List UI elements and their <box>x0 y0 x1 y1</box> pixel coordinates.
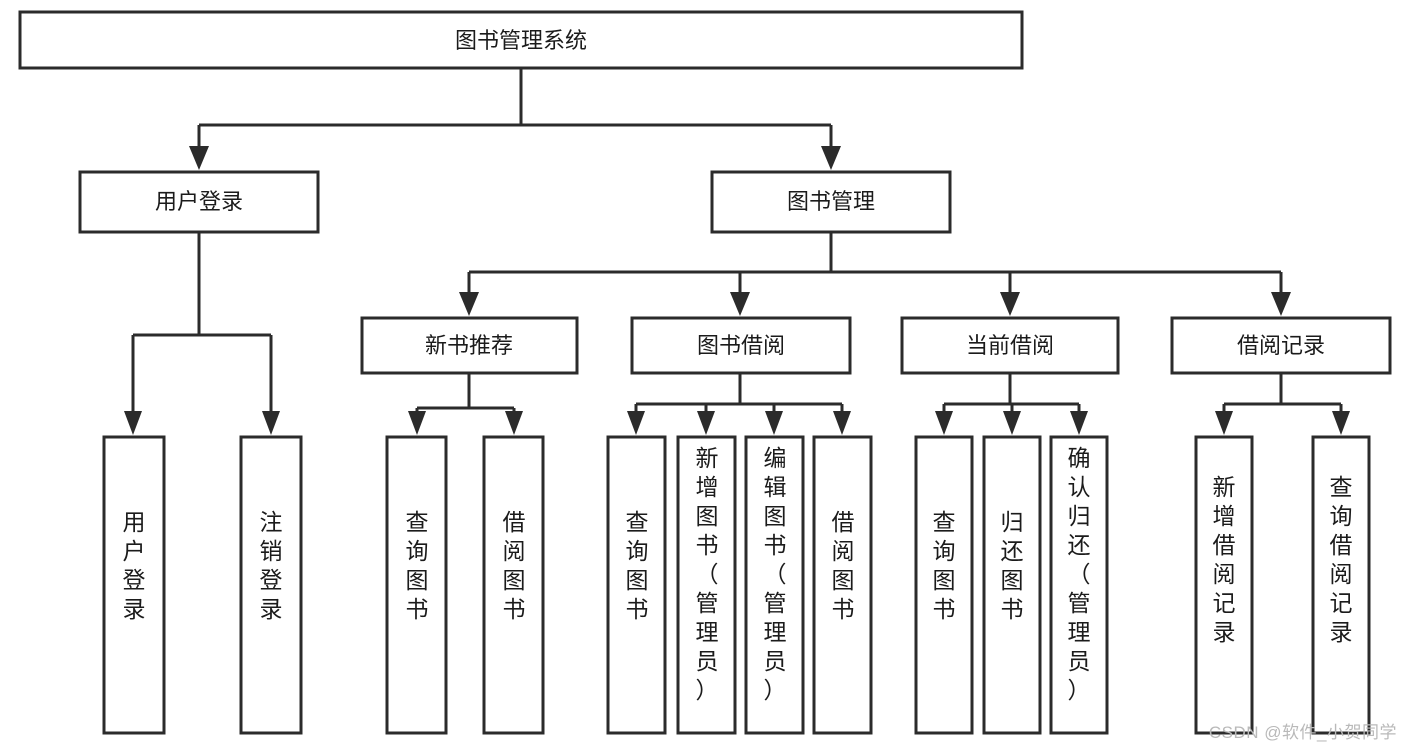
node-book-borrow[interactable]: 图书借阅 <box>630 316 852 375</box>
leaf-br-query-record-box[interactable] <box>1311 435 1371 735</box>
node-current-borrow-box[interactable] <box>900 316 1120 375</box>
leaf-cb-return-book-label: 归还图书 <box>1001 509 1024 622</box>
arrow-head-bb-leaf-2 <box>697 411 715 435</box>
leaf-cb-return-book[interactable]: 归还图书 <box>982 435 1042 735</box>
leaf-bb-query-book[interactable]: 查询图书 <box>606 435 667 735</box>
arrow-head-bb-leaf-3 <box>765 411 783 435</box>
node-user-login-box[interactable] <box>78 170 320 234</box>
leaf-br-add-record-box[interactable] <box>1194 435 1254 735</box>
arrow-head-cb-leaf-2 <box>1003 411 1021 435</box>
arrow-head-user-login <box>189 146 209 170</box>
leaf-bb-query-book-label: 查询图书 <box>626 509 649 622</box>
arrow-head-leaf-logout <box>262 411 280 435</box>
node-book-borrow-box[interactable] <box>630 316 852 375</box>
arrow-head-book-borrow <box>730 292 750 316</box>
connector-group-book-mgmt <box>459 232 1291 316</box>
node-borrow-record[interactable]: 借阅记录 <box>1170 316 1392 375</box>
leaf-bb-borrow-book[interactable]: 借阅图书 <box>812 435 873 735</box>
arrow-head-leaf-user-login <box>124 411 142 435</box>
leaf-br-add-record-label: 新增借阅记录 <box>1213 474 1236 645</box>
leaf-br-add-record[interactable]: 新增借阅记录 <box>1194 435 1254 735</box>
leaf-user-login[interactable]: 用户登录 <box>102 435 166 735</box>
leaf-cb-return-book-box[interactable] <box>982 435 1042 735</box>
leaf-cb-query-book-label: 查询图书 <box>933 509 956 622</box>
leaf-bb-edit-book-label: 编辑图书（管理员） <box>764 445 787 703</box>
arrow-head-bb-leaf-4 <box>833 411 851 435</box>
leaf-cb-confirm-return[interactable]: 确认归还（管理员） <box>1049 435 1109 735</box>
arrow-head-br-leaf-1 <box>1215 411 1233 435</box>
csdn-watermark: CSDN @软件_小贺同学 <box>1208 723 1397 742</box>
leaf-cb-query-book-box[interactable] <box>914 435 974 735</box>
leaf-user-login-box[interactable] <box>102 435 166 735</box>
leaf-user-login-label: 用户登录 <box>123 509 146 622</box>
node-root-box[interactable] <box>18 10 1024 70</box>
connector-group-user-login <box>124 232 280 435</box>
leaf-cb-query-book[interactable]: 查询图书 <box>914 435 974 735</box>
connector-group-root <box>189 68 841 170</box>
leaf-nbr-borrow-book[interactable]: 借阅图书 <box>482 435 545 735</box>
node-new-book-rec[interactable]: 新书推荐 <box>360 316 579 375</box>
arrow-head-cb-leaf-3 <box>1070 411 1088 435</box>
connector-group-current-borrow <box>935 373 1088 435</box>
node-current-borrow[interactable]: 当前借阅 <box>900 316 1120 375</box>
arrow-head-nbr-leaf-2 <box>505 411 523 435</box>
node-root[interactable]: 图书管理系统 <box>18 10 1024 70</box>
connector-group-new-book-rec <box>408 373 523 435</box>
arrow-head-borrow-record <box>1271 292 1291 316</box>
leaf-logout-label: 注销登录 <box>260 509 283 622</box>
node-current-borrow-label: 当前借阅 <box>966 333 1054 358</box>
arrow-head-new-book-rec <box>459 292 479 316</box>
leaf-bb-query-book-box[interactable] <box>606 435 667 735</box>
leaf-nbr-query-book-box[interactable] <box>385 435 448 735</box>
arrow-head-cb-leaf-1 <box>935 411 953 435</box>
arrow-head-nbr-leaf-1 <box>408 411 426 435</box>
leaf-bb-add-book-label: 新增图书（管理员） <box>696 445 719 703</box>
leaf-logout-box[interactable] <box>239 435 303 735</box>
node-book-mgmt[interactable]: 图书管理 <box>710 170 952 234</box>
leaf-bb-add-book-box[interactable] <box>676 435 737 735</box>
leaf-br-query-record-label: 查询借阅记录 <box>1330 474 1353 645</box>
arrow-head-bb-leaf-1 <box>627 411 645 435</box>
node-user-login-label: 用户登录 <box>155 189 243 214</box>
leaf-cb-confirm-return-box[interactable] <box>1049 435 1109 735</box>
leaf-nbr-query-book[interactable]: 查询图书 <box>385 435 448 735</box>
connector-group-borrow-record <box>1215 373 1350 435</box>
connector-group-book-borrow <box>627 373 851 435</box>
node-borrow-record-label: 借阅记录 <box>1237 333 1325 358</box>
leaf-bb-borrow-book-label: 借阅图书 <box>832 509 855 622</box>
node-user-login[interactable]: 用户登录 <box>78 170 320 234</box>
arrow-head-current-borrow <box>1000 292 1020 316</box>
leaf-bb-add-book[interactable]: 新增图书（管理员） <box>676 435 737 735</box>
leaf-nbr-query-book-label: 查询图书 <box>406 509 429 622</box>
leaf-nbr-borrow-book-label: 借阅图书 <box>503 509 526 622</box>
leaf-logout[interactable]: 注销登录 <box>239 435 303 735</box>
node-book-mgmt-label: 图书管理 <box>787 189 875 214</box>
node-book-mgmt-box[interactable] <box>710 170 952 234</box>
leaf-cb-confirm-return-label: 确认归还（管理员） <box>1068 445 1091 703</box>
arrow-head-br-leaf-2 <box>1332 411 1350 435</box>
node-new-book-rec-label: 新书推荐 <box>425 333 513 358</box>
leaf-br-query-record[interactable]: 查询借阅记录 <box>1311 435 1371 735</box>
node-book-borrow-label: 图书借阅 <box>697 333 785 358</box>
node-root-label: 图书管理系统 <box>455 28 587 53</box>
node-borrow-record-box[interactable] <box>1170 316 1392 375</box>
node-new-book-rec-box[interactable] <box>360 316 579 375</box>
arrow-head-book-mgmt <box>821 146 841 170</box>
leaf-bb-edit-book-box[interactable] <box>744 435 805 735</box>
leaf-bb-edit-book[interactable]: 编辑图书（管理员） <box>744 435 805 735</box>
leaf-bb-borrow-book-box[interactable] <box>812 435 873 735</box>
leaf-nbr-borrow-book-box[interactable] <box>482 435 545 735</box>
